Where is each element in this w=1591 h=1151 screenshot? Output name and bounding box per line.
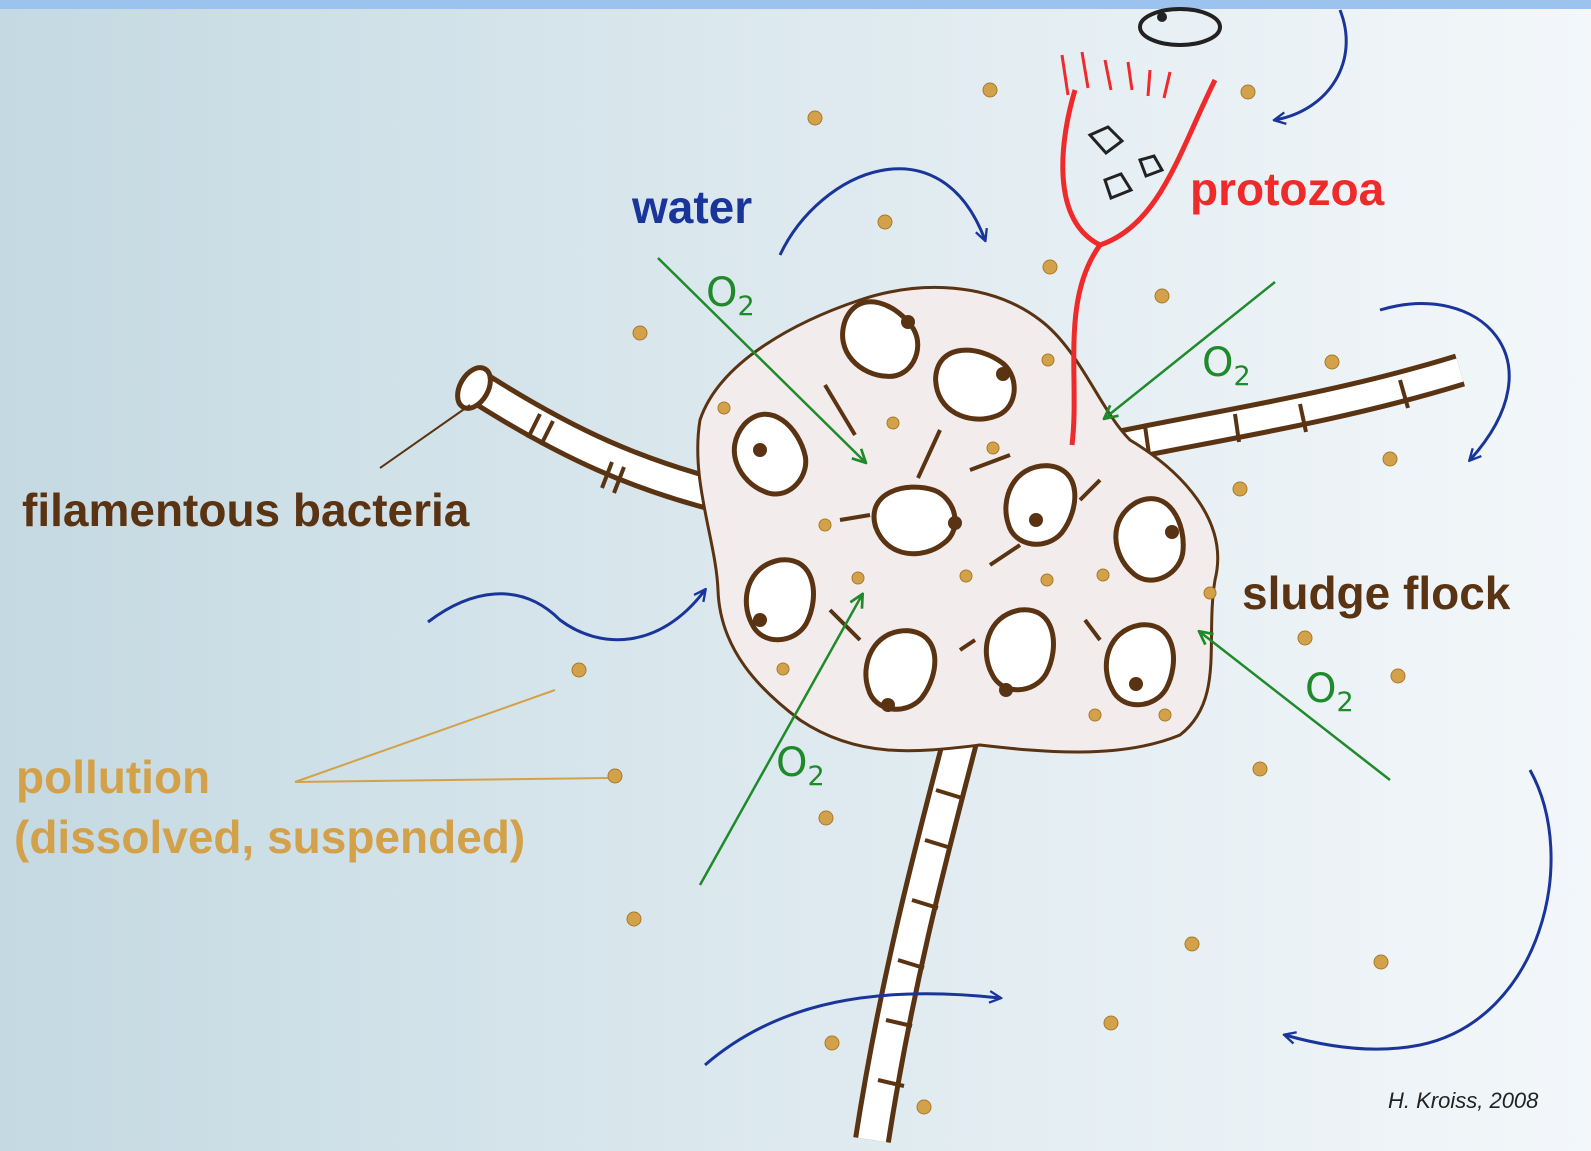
oxygen-label-3: O2 (776, 740, 825, 792)
sludge-flock-label: sludge flock (1242, 566, 1510, 620)
pollution-label: pollution (16, 750, 210, 804)
water-label: water (632, 180, 752, 234)
filament-right (1090, 370, 1460, 454)
pollution-sublabel: (dissolved, suspended) (14, 810, 525, 864)
filamentous-bacteria-label: filamentous bacteria (22, 483, 469, 537)
filament-pointer (380, 405, 470, 468)
protozoa-label: protozoa (1190, 162, 1384, 216)
oxygen-label-2: O2 (1202, 340, 1251, 392)
oxygen-label-4: O2 (1305, 666, 1354, 718)
credit-label: H. Kroiss, 2008 (1388, 1088, 1538, 1114)
filament-bottom (872, 710, 968, 1140)
pollution-pointers (295, 690, 610, 782)
oxygen-label-1: O2 (706, 270, 755, 322)
